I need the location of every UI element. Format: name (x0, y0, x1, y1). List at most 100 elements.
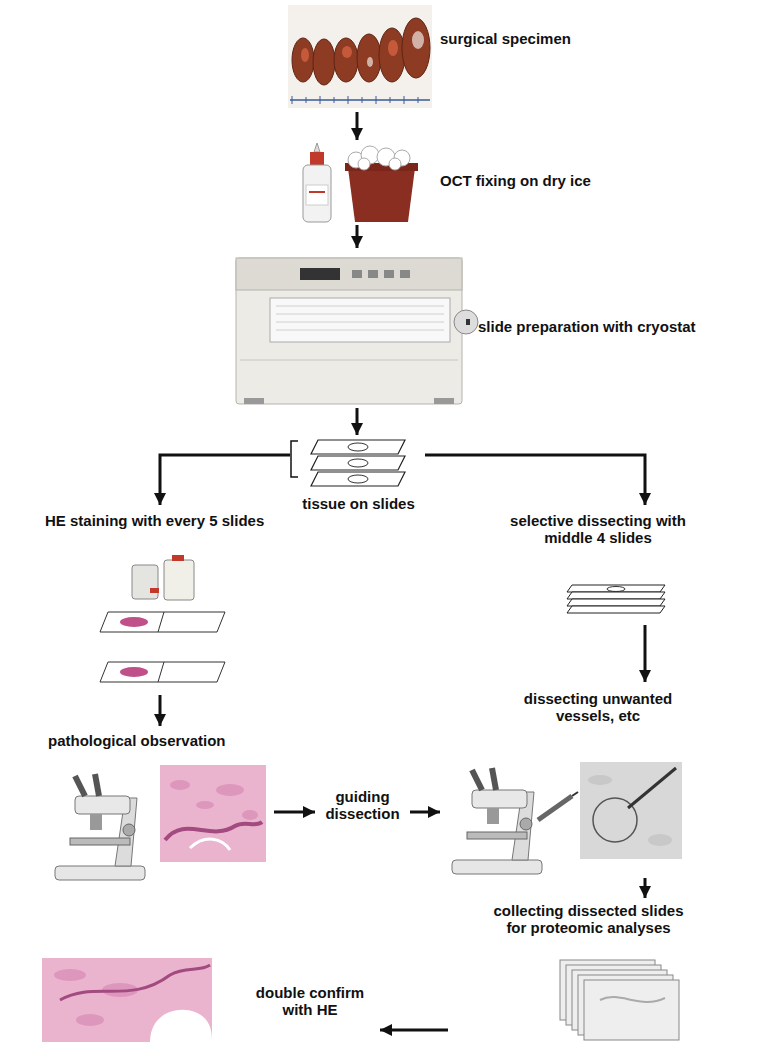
specimen-photo-part (290, 99, 430, 101)
he-micrograph-part (42, 958, 212, 1042)
label-group: slide preparation with cryostat (478, 318, 728, 335)
specimen-photo-part (342, 46, 352, 58)
flow-arrow (410, 811, 440, 814)
oct-bottle-part (306, 185, 328, 205)
dissection-tool (538, 792, 578, 820)
slide-stack (567, 585, 665, 613)
step-node: guiding dissection (315, 782, 410, 834)
cryostat-part (300, 268, 340, 280)
he-micrograph-part (76, 1014, 104, 1026)
step-node: surgical specimen (285, 2, 585, 112)
cryostat-part (236, 258, 462, 404)
collected-slides-part (600, 997, 665, 1002)
specimen-photo (288, 5, 432, 108)
dry-ice-bucket-part (358, 158, 370, 170)
he-slides-part (120, 617, 148, 627)
he-kit-part (164, 560, 194, 600)
flow-arrow (644, 625, 647, 682)
step-label: surgical specimen (440, 30, 580, 47)
step-label: selective dissecting with middle 4 slide… (498, 512, 698, 547)
flow-arrow (356, 225, 359, 248)
he-micrograph-part (54, 969, 86, 981)
label-group: HE staining with every 5 slides (45, 512, 280, 529)
he-kit-part (172, 555, 184, 561)
flow-arrow (160, 455, 290, 505)
specimen-photo-part (301, 48, 309, 62)
flow-arrow (356, 408, 359, 435)
step-label: guiding dissection (317, 788, 408, 823)
cryostat-part (384, 270, 394, 278)
label-group: pathological observation (48, 732, 268, 749)
specimen-photo-part (334, 38, 358, 82)
cryostat (236, 258, 478, 404)
dissection-tool-part (572, 792, 578, 796)
bracket (291, 441, 298, 477)
he-micrograph-part (242, 810, 258, 820)
cryostat-part (454, 310, 478, 334)
he-slides-part (120, 667, 148, 677)
flow-arrow (274, 811, 315, 814)
flow-arrow (356, 112, 359, 140)
slide-stack-part (348, 443, 368, 451)
step-label: slide preparation with cryostat (478, 318, 728, 335)
slide-stack-part (348, 475, 368, 483)
slide-stack-part (311, 440, 405, 454)
step-label: pathological observation (48, 732, 268, 749)
step-node: tissue on slides (290, 435, 425, 517)
step-node: selective dissecting with middle 4 slide… (468, 505, 728, 625)
oct-bottle-part (310, 152, 324, 166)
cryostat-part (244, 398, 264, 404)
he-slides-part (158, 662, 164, 682)
section-image-part (588, 775, 612, 785)
label-group: surgical specimen (440, 30, 580, 47)
he-micrograph-part (160, 765, 266, 862)
slide-stack-part (348, 459, 368, 467)
specimen-photo-part (412, 31, 424, 49)
flow-arrow (644, 878, 647, 898)
he-slides-part (158, 612, 164, 632)
cryostat-part (276, 306, 444, 330)
he-kit-part (150, 588, 159, 593)
dry-ice-bucket-part (389, 158, 401, 170)
he-kit (132, 555, 194, 600)
microscope (452, 768, 542, 874)
dry-ice-bucket (345, 146, 418, 222)
specimen-photo-part (313, 39, 335, 85)
slide-stack-part (567, 606, 665, 613)
he-micrograph-part (150, 1010, 212, 1042)
specimen-photo-part (357, 34, 381, 82)
collected-slides-part (584, 980, 679, 1040)
he-slides (100, 612, 225, 682)
slide-stack-part (311, 472, 405, 486)
he-micrograph (160, 765, 266, 862)
step-node: dissecting unwanted vessels, etc (440, 682, 728, 878)
step-node: double confirm with HE (40, 958, 380, 1046)
step-node: pathological observation (42, 726, 274, 886)
he-micrograph-part (165, 822, 262, 840)
cryostat-part (352, 270, 362, 278)
he-micrograph-part (216, 784, 244, 796)
flow-arrow (425, 455, 645, 505)
oct-bottle-part (314, 143, 320, 152)
label-group: tissue on slides (296, 495, 421, 512)
step-label: OCT fixing on dry ice (440, 172, 605, 189)
dry-ice-bucket-part (348, 168, 415, 222)
label-group: guiding dissection (317, 788, 408, 823)
he-micrograph-part (170, 780, 190, 790)
slide-stack-part (607, 587, 625, 592)
label-group: OCT fixing on dry ice (440, 172, 605, 189)
label-group: selective dissecting with middle 4 slide… (498, 512, 698, 547)
cryostat-part (434, 398, 454, 404)
step-label: tissue on slides (296, 495, 421, 512)
he-slides-part (100, 662, 225, 682)
section-image-part (648, 834, 672, 846)
dissection-tool-part (538, 796, 572, 820)
step-label: HE staining with every 5 slides (45, 512, 280, 529)
slide-stack-part (567, 585, 665, 592)
cryostat-part (240, 360, 458, 361)
specimen-photo-part (292, 38, 314, 82)
step-node: OCT fixing on dry ice (295, 140, 615, 225)
section-image-part (628, 768, 676, 808)
he-micrograph-part (190, 839, 230, 850)
step-label: dissecting unwanted vessels, etc (508, 690, 688, 725)
